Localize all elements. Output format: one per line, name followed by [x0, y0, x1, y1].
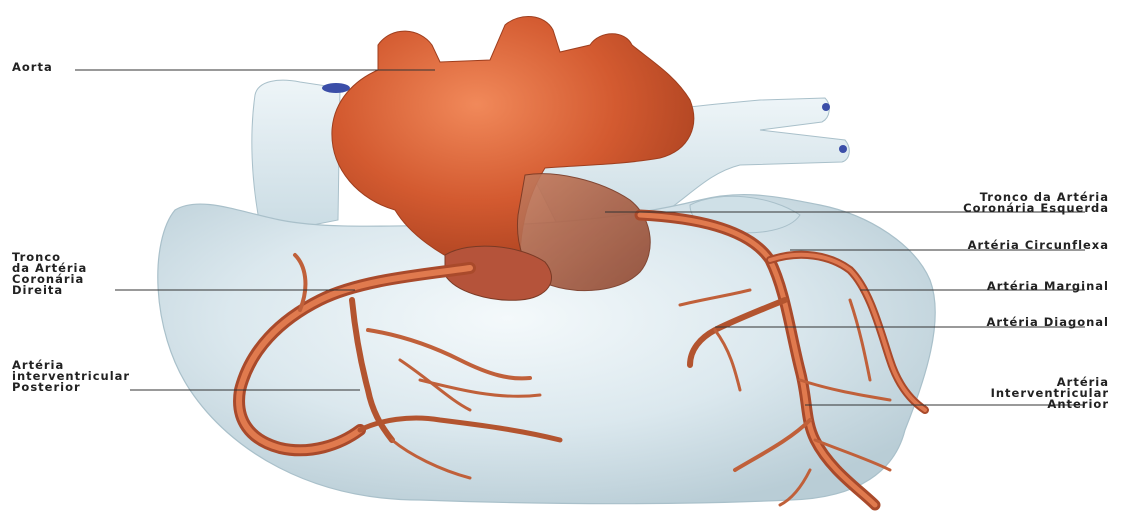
vessel-opening — [839, 145, 847, 153]
label-diagonal-artery: Artéria Diagonal — [986, 317, 1109, 328]
label-marginal-artery: Artéria Marginal — [987, 281, 1109, 292]
vessel-opening — [822, 103, 830, 111]
label-aorta: Aorta — [12, 62, 53, 73]
label-circumflex-artery: Artéria Circunflexa — [968, 240, 1109, 251]
label-left-coronary-trunk: Tronco da Artéria Coronária Esquerda — [963, 192, 1109, 214]
label-posterior-interventricular-artery: Artéria interventricular Posterior — [12, 360, 130, 393]
label-right-coronary-trunk: Tronco da Artéria Coronária Direita — [12, 252, 87, 296]
label-anterior-interventricular-artery: Artéria Interventricular Anterior — [991, 377, 1109, 410]
vessel-opening — [322, 83, 350, 93]
vena-cava — [252, 80, 340, 235]
